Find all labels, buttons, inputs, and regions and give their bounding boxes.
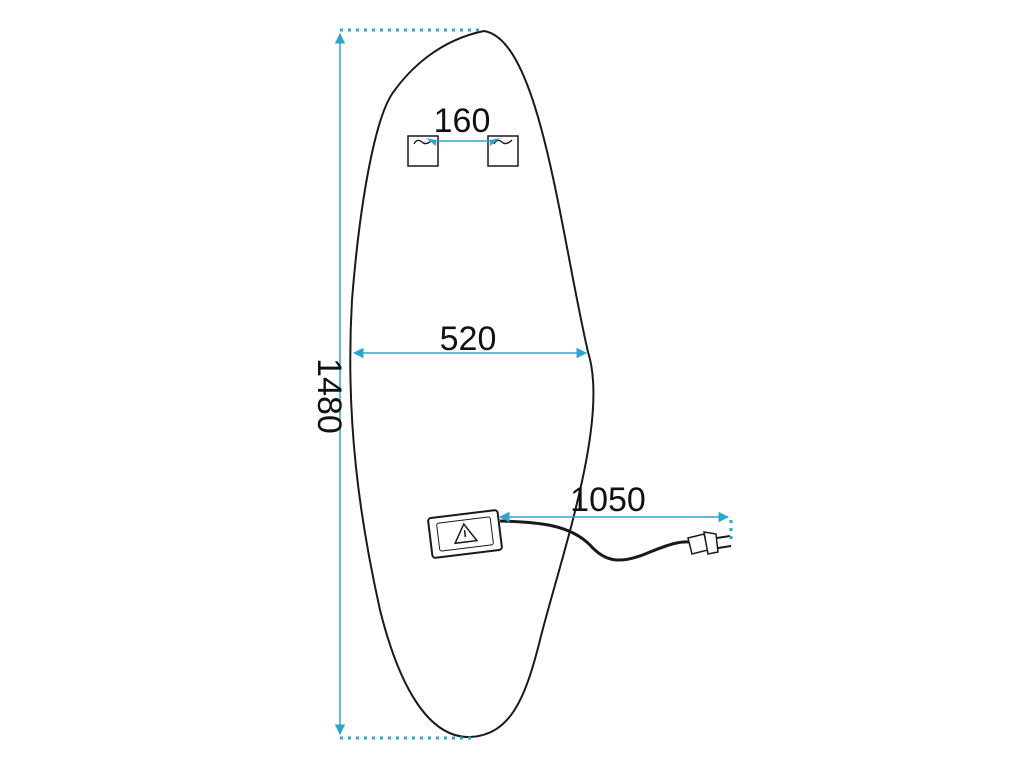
height-label: 1480 — [310, 358, 348, 434]
mounting-bracket-left — [407, 135, 439, 167]
mounting-bracket-right — [487, 135, 519, 167]
warning-triangle-icon — [453, 522, 479, 545]
power-plug-icon — [687, 531, 732, 555]
bracket-spacing-label: 160 — [434, 102, 491, 140]
width-label: 520 — [440, 320, 497, 358]
mirror-outline — [349, 29, 595, 739]
cable-length-label: 1050 — [570, 481, 646, 519]
led-driver-box-icon — [427, 509, 503, 559]
power-cable — [499, 519, 691, 562]
